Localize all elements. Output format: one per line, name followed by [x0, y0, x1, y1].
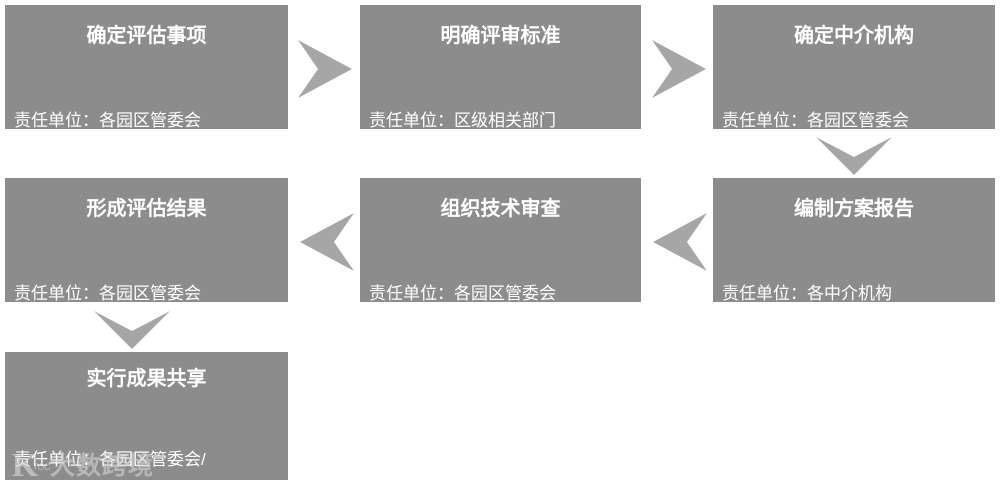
node-detail-line: 责任单位：各园区管委会/ [14, 450, 206, 469]
process-node-step-2[interactable]: 明确评审标准 责任单位：区级相关部门 工作时间：5工作日 [360, 5, 641, 129]
arrow-right-step2-to-step3 [650, 38, 708, 100]
arrow-down-step3-to-step4 [814, 135, 894, 177]
node-detail-line: 责任单位：各园区管委会 [14, 111, 201, 129]
process-node-step-5[interactable]: 组织技术审查 责任单位：各园区管委会 工作时间：3工作日 [360, 178, 641, 302]
node-detail-lines: 责任单位：各园区管委会 工作时间：3工作日 [360, 234, 641, 302]
node-detail-line: 责任单位：各园区管委会 [722, 111, 909, 129]
node-title: 确定中介机构 [794, 25, 914, 47]
process-node-step-7[interactable]: 实行成果共享 责任单位：各园区管委会/ 区级相关部门 工作时间：成果有效期内 [5, 352, 288, 480]
node-title: 形成评估结果 [86, 198, 207, 220]
node-detail-lines: 责任单位：各园区管委会 工作时间：7工作日 [5, 234, 288, 302]
node-detail-lines: 责任单位：各园区管委会 工作时间：3-5工作日 [5, 61, 288, 129]
node-title: 明确评审标准 [440, 25, 561, 47]
node-detail-line: 责任单位：各园区管委会 [369, 284, 556, 302]
arrow-down-step6-to-step7 [92, 309, 172, 351]
node-title: 实行成果共享 [86, 368, 207, 390]
process-node-step-6[interactable]: 形成评估结果 责任单位：各园区管委会 工作时间：7工作日 [5, 178, 288, 302]
node-detail-lines: 责任单位：各园区管委会/ 区级相关部门 工作时间：成果有效期内 [5, 400, 288, 480]
process-node-step-3[interactable]: 确定中介机构 责任单位：各园区管委会 工作时间：30工作日 [713, 5, 995, 129]
arrow-left-step5-to-step6 [298, 211, 356, 273]
node-title: 编制方案报告 [794, 198, 914, 220]
node-detail-line: 责任单位：各园区管委会 [14, 284, 201, 302]
process-node-step-4[interactable]: 编制方案报告 责任单位：各中介机构 工作时间：20工作日 [713, 178, 995, 302]
node-detail-lines: 责任单位：区级相关部门 工作时间：5工作日 [360, 61, 641, 129]
node-detail-lines: 责任单位：各园区管委会 工作时间：30工作日 [713, 61, 995, 129]
node-detail-line: 责任单位：区级相关部门 [369, 111, 556, 129]
arrow-right-step1-to-step2 [296, 38, 354, 100]
node-title: 确定评估事项 [86, 25, 207, 47]
arrow-left-step4-to-step5 [651, 211, 709, 273]
node-detail-line: 责任单位：各中介机构 [722, 284, 892, 302]
process-node-step-1[interactable]: 确定评估事项 责任单位：各园区管委会 工作时间：3-5工作日 [5, 5, 288, 129]
node-detail-lines: 责任单位：各中介机构 工作时间：20工作日 [713, 234, 995, 302]
node-title: 组织技术审查 [440, 198, 561, 220]
